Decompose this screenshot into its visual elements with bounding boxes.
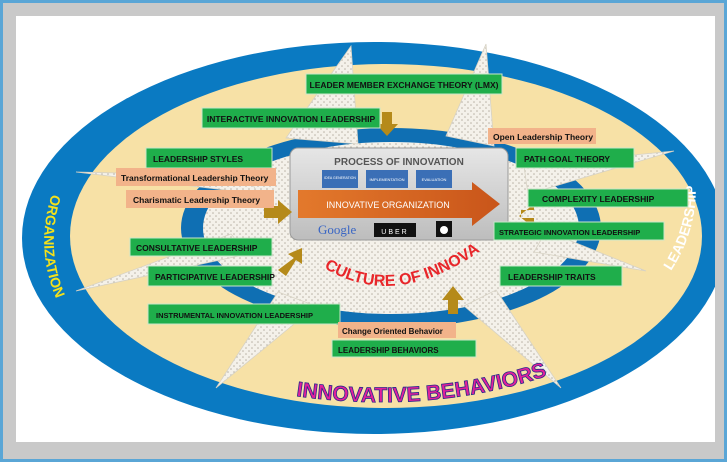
transformational-box (116, 168, 276, 186)
interactive-box (201, 107, 381, 129)
arrow-label: INNOVATIVE ORGANIZATION (326, 200, 450, 210)
process-title: PROCESS OF INNOVATION (334, 157, 464, 168)
step-box-idea (322, 170, 358, 188)
traits-label: LEADERSHIP TRAITS (508, 272, 596, 282)
apple-logo-mark (440, 226, 448, 234)
connector-arrows (264, 112, 534, 314)
interactive-label: INTERACTIVE INNOVATION LEADERSHIP (207, 114, 376, 124)
path-goal-box (515, 147, 635, 169)
step-evaluation: EVALUATION (422, 177, 447, 182)
open-leadership-label: Open Leadership Theory (493, 132, 593, 142)
participative-label: PARTICIPATIVE LEADERSHIP (155, 272, 275, 282)
innovation-leadership-diagram: PROCESS OF INNOVATION IDEA GENERATION IM… (16, 16, 715, 434)
consultative-label: CONSULTATIVE LEADERSHIP (136, 243, 258, 253)
change-oriented-label: Change Oriented Behavior (342, 327, 443, 336)
arrow-up-change-oriented (442, 286, 464, 314)
step-box-implementation (366, 170, 408, 188)
arrow-participative (278, 248, 302, 276)
step-implementation: IMPLEMENTATION (370, 177, 405, 182)
consultative-box (129, 237, 273, 257)
path-goal-label: PATH GOAL THEORY (524, 154, 610, 164)
strategic-label: STRATEGIC INNOVATION LEADERSHIP (499, 228, 640, 237)
lmx-box (305, 73, 503, 95)
change-oriented-box (338, 322, 456, 338)
leadership-styles-label: LEADERSHIP STYLES (153, 154, 243, 164)
instrumental-label: INSTRUMENTAL INNOVATION LEADERSHIP (156, 311, 313, 320)
google-logo: Google (318, 222, 357, 237)
charismatic-box (126, 190, 274, 208)
transformational-label: Transformational Leadership Theory (121, 173, 269, 183)
lmx-label: LEADER MEMBER EXCHANGE THEORY (LMX) (310, 80, 499, 90)
uber-logo-box (374, 223, 416, 237)
leadership-behaviors-box (331, 339, 477, 358)
participative-box (147, 265, 273, 287)
charismatic-label: Charismatic Leadership Theory (133, 195, 260, 205)
uber-logo: UBER (381, 229, 408, 236)
complexity-label: COMPLEXITY LEADERSHIP (542, 194, 655, 204)
step-box-evaluation (416, 170, 452, 188)
peach-labels: Transformational Leadership Theory Chari… (116, 128, 596, 338)
arrow-down-interactive (376, 112, 398, 136)
star-point (533, 230, 647, 272)
strategic-box (493, 221, 665, 241)
step-idea-generation: IDEA GENERATION (324, 176, 356, 180)
leadership-behaviors-label: LEADERSHIP BEHAVIORS (338, 346, 439, 355)
innovative-organization-arrow (298, 182, 500, 226)
complexity-box (527, 188, 689, 208)
diagram-canvas: PROCESS OF INNOVATION IDEA GENERATION IM… (16, 16, 715, 442)
green-labels: LEADER MEMBER EXCHANGE THEORY (LMX) INTE… (129, 73, 689, 358)
traits-box (499, 265, 623, 287)
star-point (463, 289, 562, 389)
instrumental-box (147, 303, 341, 325)
open-leadership-box (488, 128, 596, 144)
